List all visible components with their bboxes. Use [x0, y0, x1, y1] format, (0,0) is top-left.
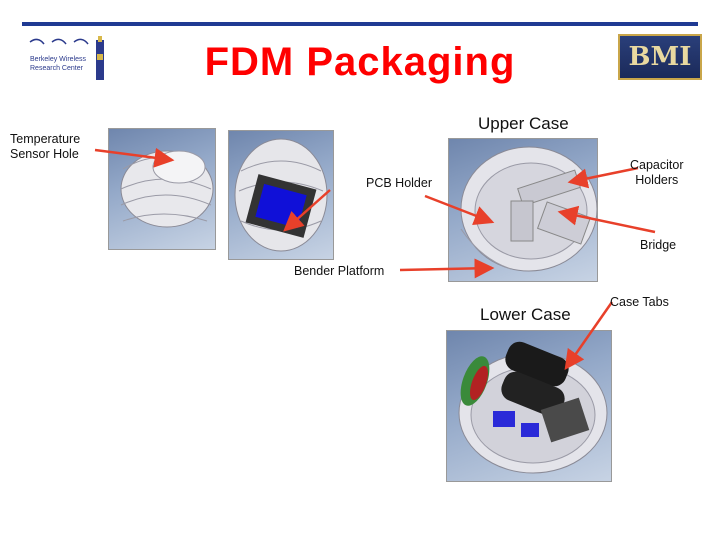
logo-line-2: Research Center: [30, 65, 83, 72]
arrow-pcb-2: [424, 194, 495, 225]
top-rule: [22, 22, 698, 26]
arrow-case-tabs: [564, 301, 614, 371]
arrow-bridge: [557, 205, 656, 234]
label-temperature-line-1: Temperature: [10, 132, 81, 146]
label-upper-case: Upper Case: [478, 114, 569, 133]
label-capacitor-line-1: Capacitor: [630, 158, 684, 172]
arrow-bender: [399, 258, 495, 279]
label-pcb-holder: PCB Holder: [366, 176, 432, 190]
arrow-pcb-1: [283, 189, 331, 232]
label-bridge: Bridge: [640, 238, 677, 252]
berkeley-wireless-logo: Berkeley Wireless Research Center: [22, 34, 114, 84]
label-case-tabs: Case Tabs: [610, 295, 669, 309]
bmi-logo: BMI: [618, 34, 702, 80]
label-lower-case: Lower Case: [480, 305, 571, 324]
lower-case-render: [446, 330, 612, 482]
label-temperature-line-2: Sensor Hole: [10, 147, 79, 161]
bwrc-mark-icon: [29, 36, 104, 80]
upper-case-render-2: [228, 130, 334, 260]
label-capacitor-line-2: Holders: [635, 173, 679, 187]
label-bender-platform: Bender Platform: [294, 264, 385, 278]
arrow-temperature: [94, 147, 175, 168]
bmi-logo-text: BMI: [628, 42, 692, 72]
arrow-capacitor: [567, 166, 639, 189]
slide-title: FDM Packaging: [204, 40, 516, 84]
label-capacitor-holders: Capacitor Holders: [630, 158, 684, 188]
label-temperature-sensor-hole: Temperature Sensor Hole: [10, 132, 80, 162]
logo-line-1: Berkeley Wireless: [30, 56, 87, 63]
